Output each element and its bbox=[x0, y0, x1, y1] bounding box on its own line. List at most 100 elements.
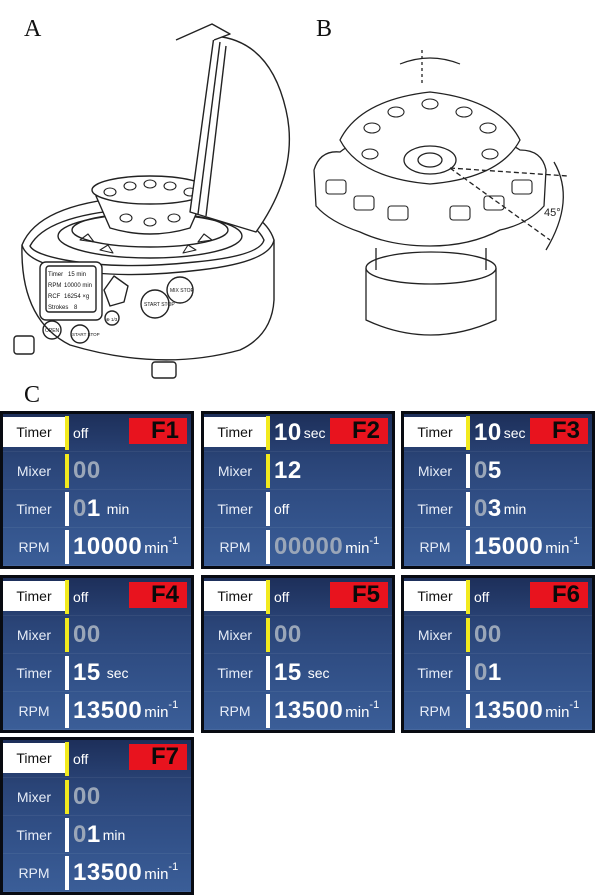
timer2-off: off bbox=[274, 501, 290, 517]
selection-bar bbox=[266, 416, 270, 450]
timer-off: off bbox=[474, 589, 490, 605]
timer2-lead-digit: 0 bbox=[73, 821, 87, 848]
timer-label-active: Timer bbox=[3, 417, 65, 447]
rpm-label: RPM bbox=[419, 703, 451, 719]
row-bar bbox=[266, 656, 270, 690]
timer2-unit: min bbox=[102, 827, 126, 843]
rpm-value: 13500 bbox=[73, 697, 143, 724]
timer-off: off bbox=[73, 751, 89, 767]
program-id-badge: F2 bbox=[330, 417, 388, 444]
timer-label: Timer bbox=[417, 665, 453, 681]
timer-label: Timer bbox=[16, 827, 52, 843]
selection-bar bbox=[466, 580, 470, 614]
timer2-lead-digit: 0 bbox=[474, 659, 488, 686]
timer-label: Timer bbox=[217, 501, 253, 517]
start-stop-button-label: START STOP bbox=[144, 302, 175, 308]
rpm-unit: min-1 bbox=[345, 534, 380, 557]
row-bar bbox=[65, 818, 69, 852]
mixer-label: Mixer bbox=[217, 463, 253, 479]
timer-label: Timer bbox=[417, 501, 453, 517]
panel-label-c: C bbox=[24, 382, 41, 408]
timer-label-active: Timer bbox=[204, 581, 266, 611]
mixer-label: Mixer bbox=[417, 463, 453, 479]
rpm-unit: min-1 bbox=[144, 698, 179, 721]
timer2-unit: min bbox=[503, 501, 527, 517]
timer2-digit: 1 bbox=[86, 821, 101, 848]
timer2-digit: 1 bbox=[487, 659, 502, 686]
rpm-unit: min-1 bbox=[144, 860, 179, 883]
rpm-label: RPM bbox=[219, 703, 251, 719]
rpm-unit: min-1 bbox=[144, 534, 179, 557]
mixer-value: 00 bbox=[474, 621, 502, 648]
mixer-value: 00 bbox=[73, 457, 101, 484]
rpm-value: 13500 bbox=[474, 697, 544, 724]
mixer-label: Mixer bbox=[16, 463, 52, 479]
small-start-stop-label: START STOP bbox=[72, 332, 100, 337]
row-bar bbox=[65, 694, 69, 728]
mixer-label: Mixer bbox=[16, 789, 52, 805]
timer2-value: 15 bbox=[73, 659, 101, 686]
row-bar bbox=[266, 492, 270, 526]
rpm-label: RPM bbox=[419, 539, 451, 555]
angle-label: 45° bbox=[544, 207, 561, 219]
timer-unit: sec bbox=[303, 425, 326, 441]
timer-label-active: Timer bbox=[3, 581, 65, 611]
selection-bar bbox=[466, 416, 470, 450]
timer-label-active: Timer bbox=[404, 417, 466, 447]
timer2-value: 15 bbox=[274, 659, 302, 686]
mixer-value: 00 bbox=[274, 621, 302, 648]
timer2-digit: 1 bbox=[86, 495, 101, 522]
row-bar bbox=[466, 454, 470, 488]
open-button-label: OPEN bbox=[45, 328, 60, 334]
row-bar bbox=[266, 454, 270, 488]
rpm-unit: min-1 bbox=[545, 698, 580, 721]
selection-bar bbox=[266, 580, 270, 614]
timer-unit: sec bbox=[503, 425, 526, 441]
panel-label-a: A bbox=[24, 16, 42, 42]
mixer-label: Mixer bbox=[417, 627, 453, 643]
timer-value: 10 bbox=[274, 419, 302, 446]
panel-label-b: B bbox=[316, 16, 333, 42]
pulse-button-label: ⊕ 1/3 bbox=[106, 317, 118, 322]
timer-label: Timer bbox=[16, 501, 52, 517]
timer-label-active: Timer bbox=[204, 417, 266, 447]
timer-off: off bbox=[274, 589, 290, 605]
row-bar bbox=[65, 454, 69, 488]
rpm-value: 10000 bbox=[73, 533, 143, 560]
rpm-label: RPM bbox=[18, 539, 50, 555]
rpm-value: 15000 bbox=[474, 533, 544, 560]
rpm-value: 13500 bbox=[274, 697, 344, 724]
timer2-unit: sec bbox=[106, 665, 129, 681]
display-line-2: 15 min bbox=[68, 272, 86, 278]
rpm-value: 00000 bbox=[274, 533, 344, 560]
rpm-label: RPM bbox=[219, 539, 251, 555]
row-bar bbox=[65, 492, 69, 526]
display-line-6: 16254 ×g bbox=[64, 294, 89, 300]
mixer-label: Mixer bbox=[217, 627, 253, 643]
row-bar bbox=[65, 530, 69, 564]
program-id-badge: F3 bbox=[530, 417, 588, 444]
timer-label-active: Timer bbox=[404, 581, 466, 611]
rpm-label: RPM bbox=[18, 865, 50, 881]
mixer-value: 5 bbox=[487, 457, 502, 484]
row-bar bbox=[65, 618, 69, 652]
display-line-8: 8 bbox=[74, 305, 78, 311]
row-bar bbox=[266, 618, 270, 652]
selection-bar bbox=[65, 742, 69, 776]
row-bar bbox=[466, 656, 470, 690]
timer-label: Timer bbox=[16, 665, 52, 681]
mixer-value: 12 bbox=[274, 457, 302, 484]
centrifuge-illustration: Timer 15 min RPM 10000 min RCF 16254 ×g … bbox=[13, 23, 291, 379]
timer-label: Timer bbox=[217, 665, 253, 681]
row-bar bbox=[65, 856, 69, 890]
display-line-4: 10000 min bbox=[64, 283, 92, 289]
row-bar bbox=[65, 780, 69, 814]
row-bar bbox=[466, 492, 470, 526]
rotor-illustration: 45° bbox=[313, 50, 569, 336]
program-id-badge: F6 bbox=[530, 581, 588, 608]
row-bar bbox=[466, 694, 470, 728]
